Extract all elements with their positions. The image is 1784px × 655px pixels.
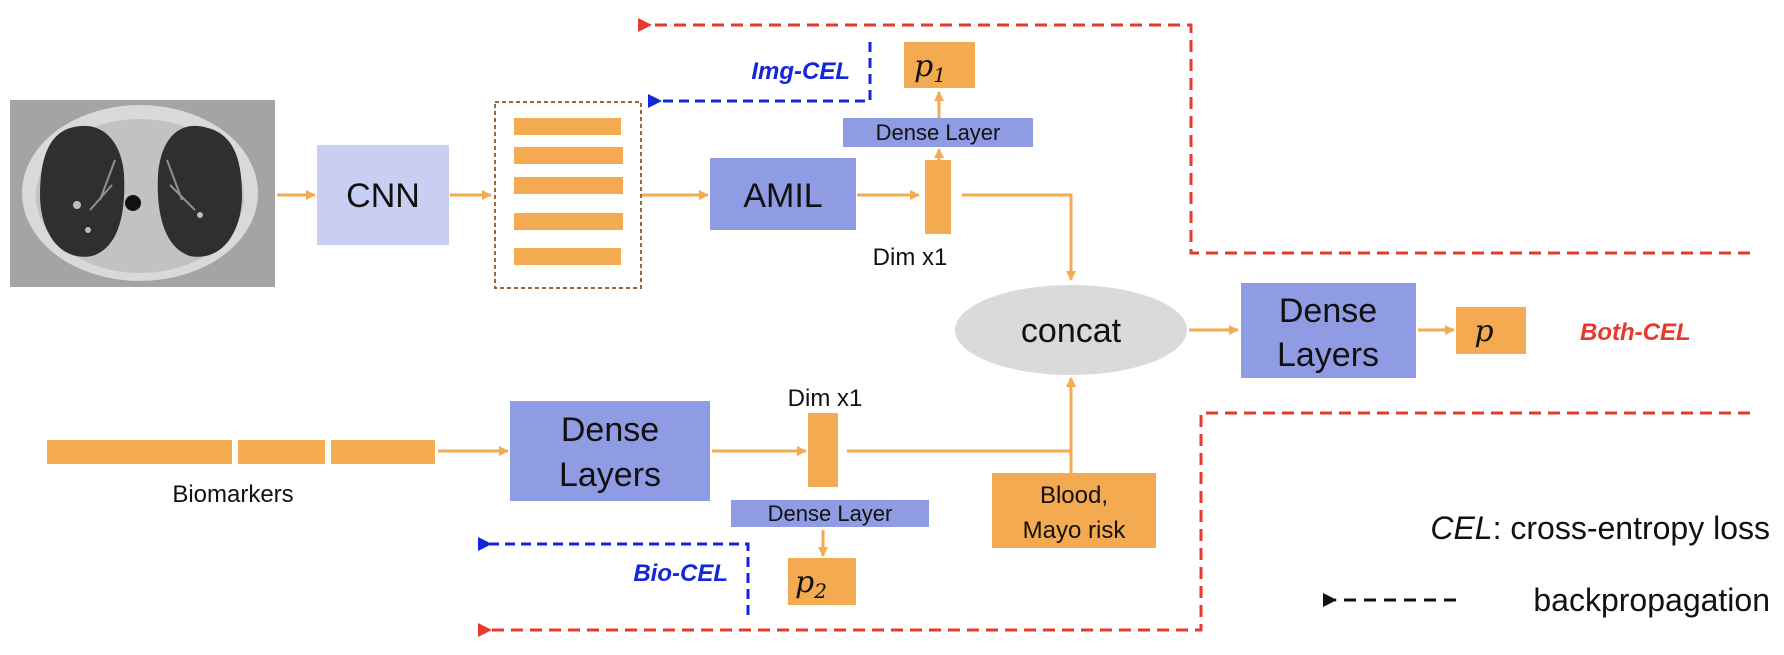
svg-text:Dense: Dense [1279,292,1377,330]
svg-text:Layers: Layers [1277,336,1379,374]
feature-bar [514,248,621,265]
svg-text:Blood,: Blood, [1040,482,1108,509]
p-output: p [1456,307,1526,354]
ct-scan-image [10,100,275,287]
dim-label-bottom: Dim x1 [788,385,863,412]
legend-cel: CEL: cross-entropy loss [1430,510,1770,546]
amil-block: AMIL [710,158,856,230]
arrow-dim2-to-concat [847,377,1076,453]
svg-text:p: p [1474,314,1493,349]
img-cel-backprop: Img-CEL [648,42,872,108]
arrow-dim1-to-concat [962,193,1076,281]
blood-mayo-risk: Blood, Mayo risk [992,473,1156,548]
feature-bar [514,118,621,135]
forward-connections [277,91,1455,557]
svg-text:p2: p2 [795,565,827,603]
biomarkers-label: Biomarkers [172,481,293,508]
image-embedding-vector [925,160,951,234]
legend-backprop-label: backpropagation [1533,582,1770,618]
feature-bar [514,177,623,194]
amil-label: AMIL [743,177,822,215]
cnn-label: CNN [346,177,420,215]
svg-text:Dense: Dense [561,411,659,449]
svg-text:Mayo risk: Mayo risk [1023,517,1127,544]
concat-node: concat [955,285,1187,375]
img-cel-label: Img-CEL [751,58,850,85]
legend: CEL: cross-entropy loss backpropagation [1323,510,1770,618]
svg-text:Dense Layer: Dense Layer [768,501,893,526]
cnn-block: CNN [317,145,449,245]
dense-layer-top: Dense Layer [843,118,1033,147]
bio-cel-backprop: Bio-CEL [478,537,750,615]
feature-bar [514,213,623,230]
feature-bar [514,147,623,164]
dense-layers-output: Dense Layers [1241,283,1416,378]
p1-output: p1 [904,42,975,88]
both-cel-backprop-top [638,18,1750,255]
feature-bag [494,101,642,289]
both-cel-backprop-bottom [478,411,1750,637]
p2-output: p2 [788,558,856,605]
svg-text:concat: concat [1021,312,1122,350]
dim-label-top: Dim x1 [873,244,948,271]
both-cel-label: Both-CEL [1580,319,1691,346]
svg-text:Layers: Layers [559,456,661,494]
dense-layers-bio: Dense Layers [510,401,710,501]
bio-cel-label: Bio-CEL [633,560,728,587]
biomarkers-vector [47,440,435,464]
dense-layer-bottom: Dense Layer [731,500,929,527]
svg-text:p1: p1 [914,49,946,87]
biomarker-embedding-vector [808,413,838,487]
svg-text:Dense Layer: Dense Layer [876,120,1001,145]
